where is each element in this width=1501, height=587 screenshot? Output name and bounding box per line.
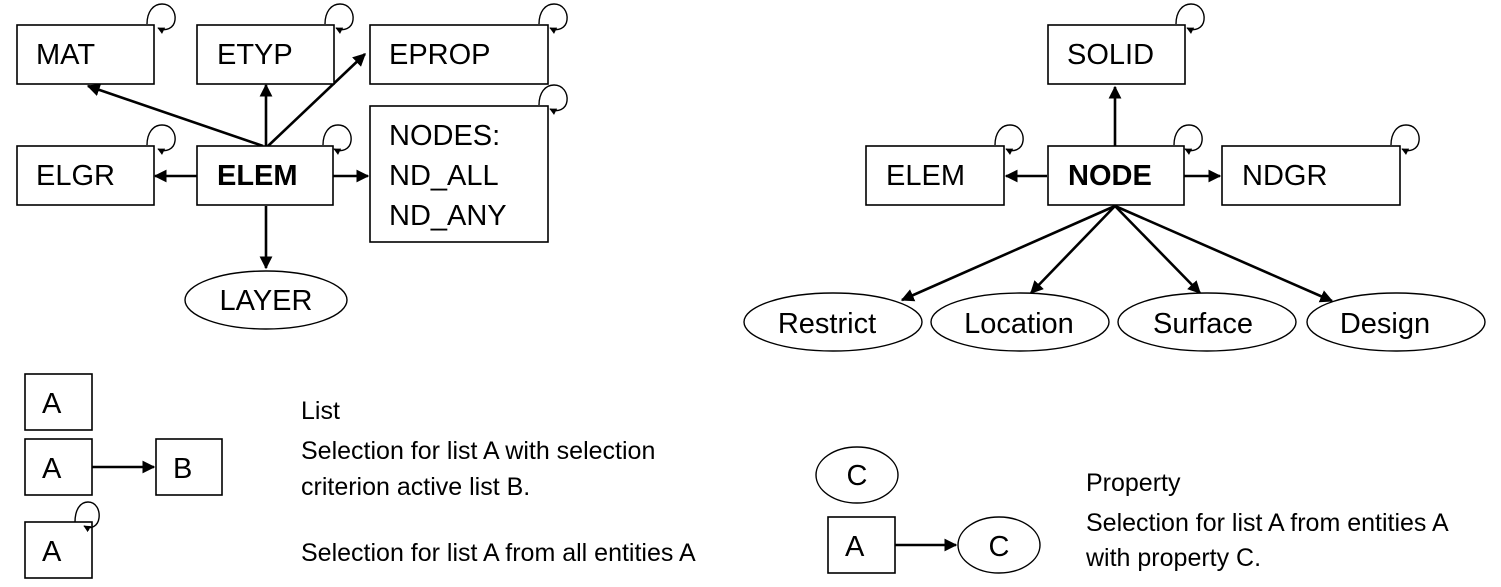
legend-property-sel-line2: with property C. (1085, 544, 1261, 572)
node-elem-right: ELEM (865, 124, 1024, 206)
legend-property-selection: A C Selection for list A from entities A… (827, 509, 1449, 574)
node-nodes-line2: ND_ALL (389, 160, 499, 192)
legend-list-text: List (301, 397, 340, 425)
legend-selection-box-b: B (173, 453, 192, 485)
node-mat: MAT (16, 3, 176, 85)
legend-property-sel-line1: Selection for list A from entities A (1086, 509, 1449, 537)
node-ndgr-label: NDGR (1242, 160, 1327, 192)
edge-elem-mat (86, 83, 264, 148)
node-elgr: ELGR (16, 124, 176, 206)
node-surface-label: Surface (1153, 308, 1253, 340)
node-solid-label: SOLID (1067, 39, 1154, 71)
node-nodes-line3: ND_ANY (389, 200, 507, 232)
right-diagram: SOLID ELEM NODE NDGR Restrict Location (743, 3, 1486, 352)
node-surface: Surface (1117, 292, 1297, 352)
legend-all: A Selection for list A from all entities… (24, 501, 696, 579)
node-eprop-label: EPROP (389, 39, 491, 71)
node-mat-label: MAT (36, 39, 95, 71)
node-solid: SOLID (1047, 3, 1205, 85)
edge-node-design (1114, 204, 1334, 303)
legend-left: A List A B Selection for list A with sel… (24, 373, 696, 579)
node-elem: ELEM (196, 124, 352, 206)
edge-node-restrict (900, 204, 1116, 302)
node-etyp-label: ETYP (217, 39, 293, 71)
node-restrict-label: Restrict (778, 308, 876, 340)
legend-list-box-label: A (42, 388, 62, 420)
legend-selection-text-line1: Selection for list A with selection (301, 437, 655, 465)
edge-node-surface (1114, 205, 1201, 294)
node-location-label: Location (964, 308, 1074, 340)
left-diagram: MAT ETYP EPROP ELGR ELEM NODES: ND_ALL (16, 3, 568, 330)
node-design: Design (1306, 292, 1486, 352)
legend-right: C Property A C Selection for list A from… (815, 446, 1449, 574)
node-ndgr: NDGR (1221, 124, 1420, 206)
node-nodes: NODES: ND_ALL ND_ANY (369, 84, 568, 243)
legend-selection-box-a: A (42, 453, 62, 485)
node-node: NODE (1047, 124, 1203, 206)
legend-all-text: Selection for list A from all entities A (301, 539, 696, 567)
node-layer-label: LAYER (220, 285, 313, 317)
node-eprop: EPROP (369, 3, 568, 85)
legend-list: A List (24, 373, 340, 431)
legend-all-box-label: A (42, 536, 62, 568)
legend-property-ellipse-c: C (989, 531, 1010, 563)
legend-property-ellipse-label: C (847, 460, 868, 492)
node-elem-label: ELEM (217, 160, 298, 192)
node-elem-right-label: ELEM (886, 160, 965, 192)
node-nodes-line1: NODES: (389, 120, 500, 152)
node-elgr-label: ELGR (36, 160, 115, 192)
legend-property-text: Property (1086, 469, 1181, 497)
node-layer: LAYER (184, 270, 348, 330)
node-restrict: Restrict (743, 292, 923, 352)
legend-selection-text-line2: criterion active list B. (301, 473, 530, 501)
node-design-label: Design (1340, 308, 1430, 340)
edge-elem-eprop (267, 53, 366, 147)
legend-property-box-a: A (845, 531, 865, 563)
legend-property: C Property (815, 446, 1181, 504)
legend-selection: A B Selection for list A with selection … (24, 437, 655, 501)
node-etyp: ETYP (196, 3, 354, 85)
node-node-label: NODE (1068, 160, 1152, 192)
node-location: Location (930, 292, 1110, 352)
edge-node-location (1030, 205, 1116, 294)
